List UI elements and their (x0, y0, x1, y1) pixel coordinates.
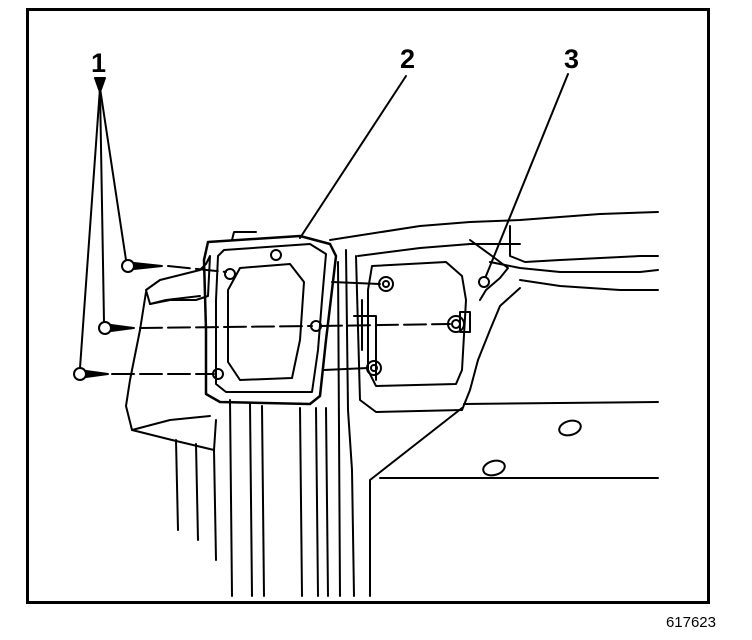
figure-id: 617623 (665, 614, 716, 631)
bolts (73, 259, 163, 381)
callout-3: 3 (564, 44, 580, 74)
left-trim (125, 255, 329, 597)
panel-holes (482, 419, 582, 477)
mounting-plate (353, 261, 490, 387)
alignment-lines (111, 265, 451, 375)
leader-lines (79, 73, 569, 369)
callout-2: 2 (400, 44, 416, 74)
callout-1: 1 (91, 48, 107, 78)
dashboard-body (329, 211, 659, 597)
illustration-frame (26, 8, 710, 604)
bracket (202, 231, 338, 406)
